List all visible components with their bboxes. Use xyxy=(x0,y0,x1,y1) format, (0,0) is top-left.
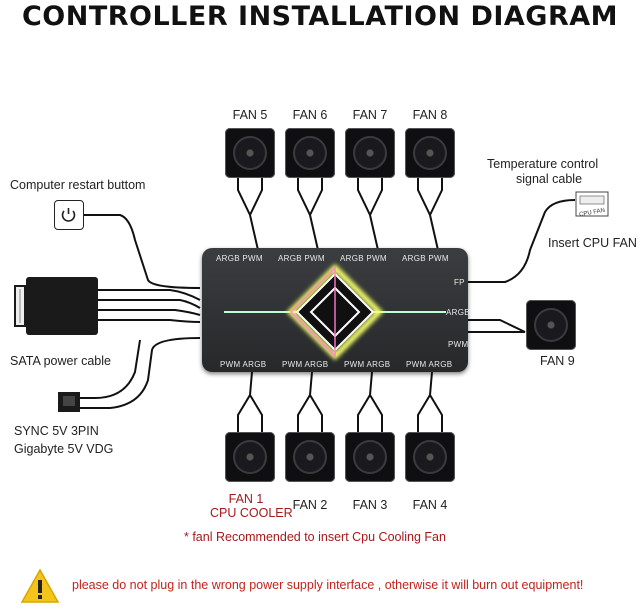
cpu-cooler-label: CPU COOLER xyxy=(210,506,293,520)
temp-label-line1: Temperature control xyxy=(487,157,599,171)
hub-light-icon xyxy=(224,263,446,361)
cpu-fan-connector-icon: CPU FAN xyxy=(575,191,609,218)
fan-1-icon xyxy=(225,432,275,482)
port-label-fan4: PWM ARGB xyxy=(406,360,453,369)
fan-6-icon xyxy=(285,128,335,178)
port-label-pwm: PWM xyxy=(448,340,469,349)
sync-label: SYNC 5V 3PIN xyxy=(14,424,99,438)
fan-5-icon xyxy=(225,128,275,178)
controller-hub: ARGB PWM ARGB PWM ARGB PWM ARGB PWM PWM … xyxy=(202,248,470,372)
restart-button-icon xyxy=(54,200,84,230)
sata-label: SATA power cable xyxy=(10,354,111,368)
fan-7-label: FAN 7 xyxy=(352,108,388,122)
insert-cpu-fan-label: Insert CPU FAN xyxy=(548,236,637,250)
fan-2-label: FAN 2 xyxy=(292,498,328,512)
fan-1-label: FAN 1 xyxy=(228,492,264,506)
gigabyte-label: Gigabyte 5V VDG xyxy=(14,442,114,456)
port-label-fan6: ARGB PWM xyxy=(278,254,325,263)
fan-2-icon xyxy=(285,432,335,482)
fan-3-label: FAN 3 xyxy=(352,498,388,512)
fan-4-icon xyxy=(405,432,455,482)
temp-label-line2: signal cable xyxy=(516,172,583,186)
fan-3-icon xyxy=(345,432,395,482)
sync-connector-icon xyxy=(58,392,80,412)
port-label-fan2: PWM ARGB xyxy=(282,360,329,369)
warning-text: please do not plug in the wrong power su… xyxy=(72,578,584,592)
sata-connector-icon xyxy=(14,277,98,335)
port-label-fp: FP xyxy=(454,278,465,287)
fan-9-icon xyxy=(526,300,576,350)
warning-bar: please do not plug in the wrong power su… xyxy=(0,562,640,613)
cpu-fan-tag: CPU FAN xyxy=(579,208,606,218)
fan-5-label: FAN 5 xyxy=(232,108,268,122)
port-label-fan5: ARGB PWM xyxy=(216,254,263,263)
warning-icon xyxy=(20,568,60,603)
port-label-fan1: PWM ARGB xyxy=(220,360,267,369)
port-label-fan7: ARGB PWM xyxy=(340,254,387,263)
fan-9-label: FAN 9 xyxy=(540,354,575,368)
fan-8-icon xyxy=(405,128,455,178)
diagram-title: CONTROLLER INSTALLATION DIAGRAM xyxy=(21,1,619,32)
fan-6-label: FAN 6 xyxy=(292,108,328,122)
fan-4-label: FAN 4 xyxy=(412,498,448,512)
restart-label: Computer restart buttom xyxy=(10,178,146,192)
fan-7-icon xyxy=(345,128,395,178)
cpu-fan-note: * fanl Recommended to insert Cpu Cooling… xyxy=(184,530,446,544)
port-label-fan3: PWM ARGB xyxy=(344,360,391,369)
port-label-fan8: ARGB PWM xyxy=(402,254,449,263)
fan-8-label: FAN 8 xyxy=(412,108,448,122)
port-label-argb: ARGB xyxy=(446,308,470,317)
